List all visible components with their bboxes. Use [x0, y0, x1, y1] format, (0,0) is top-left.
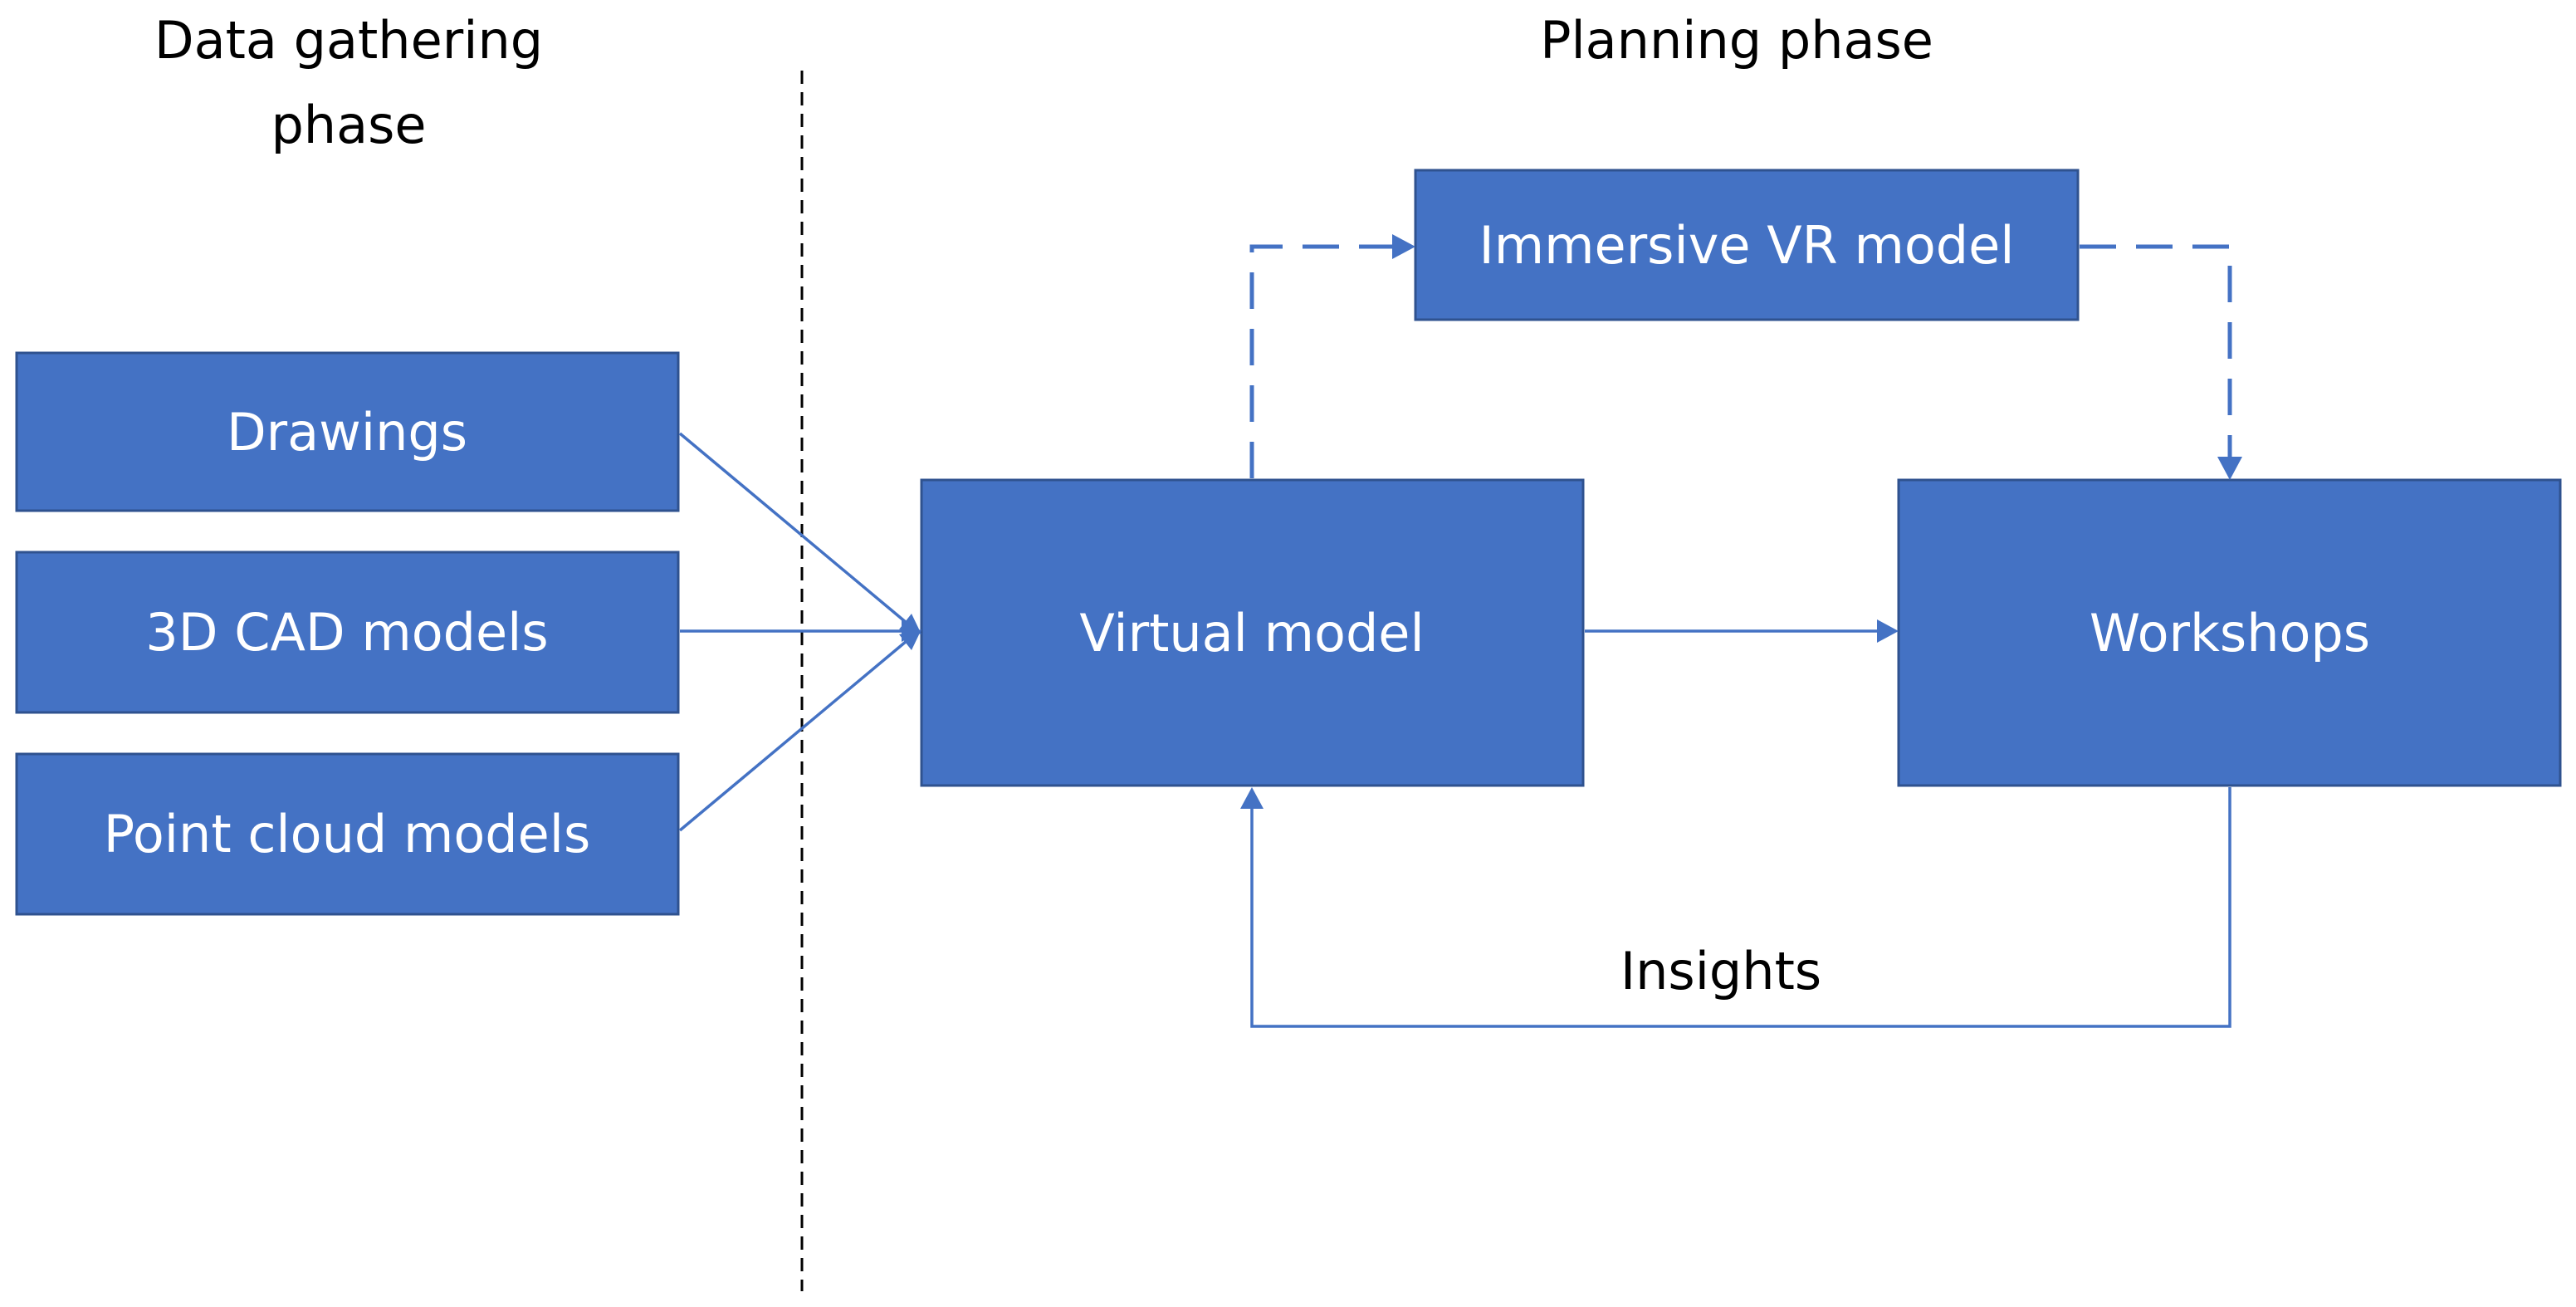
- edge-insights-feedback: [1250, 787, 2231, 1028]
- edge-pointcloud-to-virtual: [678, 639, 908, 832]
- node-workshops-label: Workshops: [2090, 603, 2370, 663]
- edge-insights-feedback-arrowhead: [1240, 787, 1264, 809]
- edge-virtual-to-workshops-arrowhead: [1877, 619, 1899, 643]
- edge-virtual-to-vr: [1249, 244, 1395, 478]
- edge-pointcloud-to-virtual-arrowhead: [899, 629, 921, 650]
- node-point-cloud-models-label: Point cloud models: [104, 804, 591, 864]
- node-drawings-label: Drawings: [227, 402, 467, 463]
- edge-vr-to-workshops: [2080, 244, 2232, 458]
- edge-drawings-to-virtual: [678, 432, 908, 624]
- heading-data-gathering-line2: phase: [271, 95, 426, 155]
- heading-planning-phase: Planning phase: [1540, 10, 1933, 71]
- node-workshops: Workshops: [1897, 478, 2562, 787]
- edge-insights-label: Insights: [1620, 941, 1821, 1001]
- node-drawings: Drawings: [15, 351, 680, 512]
- edge-vr-to-workshops-arrowhead: [2217, 457, 2242, 480]
- node-virtual-model: Virtual model: [920, 478, 1585, 787]
- node-immersive-vr-model: Immersive VR model: [1414, 169, 2080, 321]
- node-3d-cad-models-label: 3D CAD models: [145, 602, 548, 663]
- node-virtual-model-label: Virtual model: [1079, 603, 1424, 663]
- node-point-cloud-models: Point cloud models: [15, 752, 680, 916]
- edge-virtual-to-vr-arrowhead: [1392, 234, 1415, 259]
- node-immersive-vr-model-label: Immersive VR model: [1479, 215, 2014, 276]
- node-3d-cad-models: 3D CAD models: [15, 551, 680, 714]
- heading-data-gathering-line1: Data gathering: [154, 10, 543, 71]
